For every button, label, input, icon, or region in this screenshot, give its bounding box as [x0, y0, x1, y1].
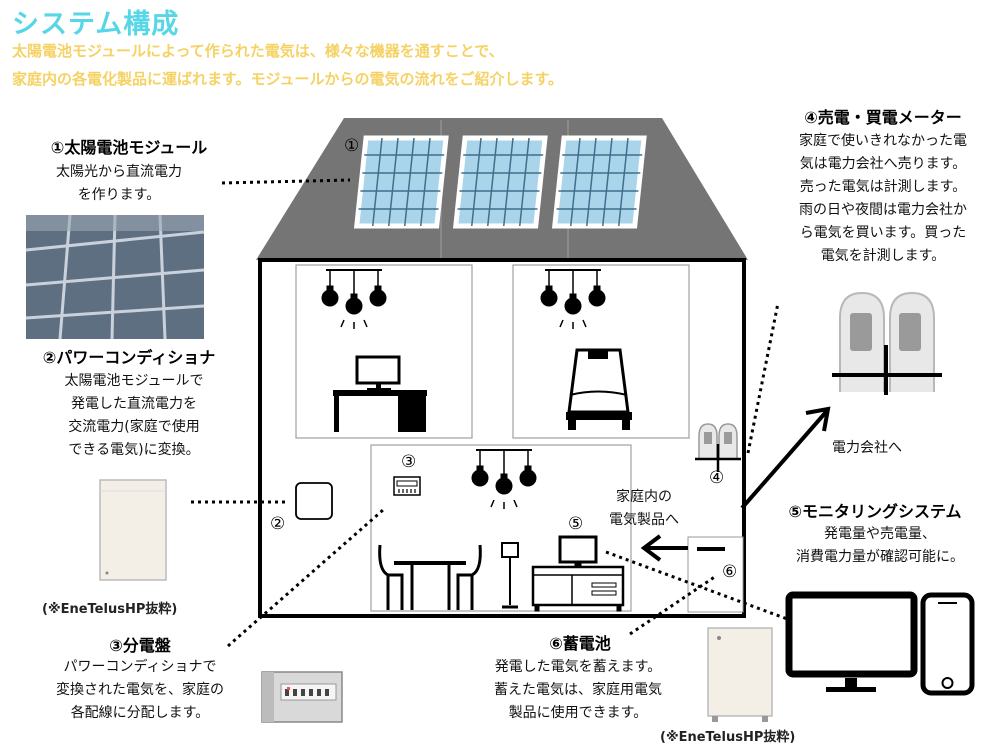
component-4-text: 家庭で使いきれなかった電 気は電力会社へ売ります。 売った電気は計測します。 雨…: [799, 133, 967, 264]
component-3-text: パワーコンディショナで 変換された電気を、家庭の 各配線に分配します。: [56, 659, 224, 721]
marker-3: ③: [401, 452, 417, 472]
leader-6: [629, 574, 717, 636]
power-conditioner-box: [295, 482, 333, 520]
solar-panel-icon: [353, 135, 647, 229]
distribution-board-product: [261, 671, 343, 723]
dining-table-icon: [378, 544, 482, 610]
component-6-credit: (※EneTelusHP抜粋): [660, 730, 796, 745]
monitor-icon: [785, 591, 918, 692]
smartphone-icon: [920, 592, 975, 696]
leader-1: [221, 178, 351, 185]
component-5-heading: ⑤モニタリングシステム: [788, 502, 962, 521]
desk-icon: [333, 355, 427, 432]
component-6-heading: ⑥蓄電池: [549, 634, 611, 653]
component-2-text: 太陽電池モジュールで 発電した直流電力を 交流電力(家庭で使用 できる電気)に変…: [64, 373, 204, 458]
room-study: [295, 264, 473, 439]
ceiling-light-icon: [321, 269, 606, 509]
to-appliances-label: 家庭内の 電気製品へ: [609, 489, 679, 528]
component-4-heading: ④売電・買電メーター: [804, 108, 962, 127]
component-6-text: 発電した電気を蓄えます。 蓄えた電気は、家庭用電気 製品に使用できます。: [494, 659, 662, 721]
component-2-credit: (※EneTelusHP抜粋): [42, 602, 178, 617]
meter-icon: [832, 291, 942, 395]
floor-lamp-icon: [501, 542, 519, 609]
marker-1: ①: [344, 136, 360, 156]
solar-photo: [25, 214, 205, 340]
component-1-heading: ①太陽電池モジュール: [50, 138, 208, 157]
tv-icon: [531, 535, 625, 612]
leader-4: [746, 302, 780, 454]
arrow-to-appliances: [640, 534, 688, 562]
distribution-board-icon: [393, 476, 421, 496]
marker-6: ⑥: [722, 562, 738, 582]
component-2-heading: ②パワーコンディショナ: [42, 348, 216, 367]
page-title: システム構成: [12, 9, 180, 40]
component-1-text: 太陽光から直流電力 を作ります。: [56, 164, 182, 203]
to-company-label: 電力会社へ: [832, 440, 902, 456]
leader-5: [605, 550, 791, 622]
bed-icon: [566, 348, 632, 430]
subtitle-line-2: 家庭内の各電化製品に運ばれます。モジュールからの電気の流れをご紹介します。: [12, 70, 563, 88]
battery-icon: [707, 627, 773, 722]
arrow-to-company: [740, 406, 831, 510]
marker-4: ④: [709, 468, 725, 488]
component-3-heading: ③分電盤: [109, 636, 171, 655]
component-5-text: 発電量や売電量、 消費電力量が確認可能に。: [796, 526, 964, 565]
meter-icon: [695, 423, 741, 472]
subtitle-line-1: 太陽電池モジュールによって作られた電気は、様々な機器を通すことで、: [12, 42, 504, 60]
power-conditioner-product: [99, 479, 167, 581]
marker-2: ②: [270, 514, 286, 534]
marker-5: ⑤: [568, 514, 584, 534]
